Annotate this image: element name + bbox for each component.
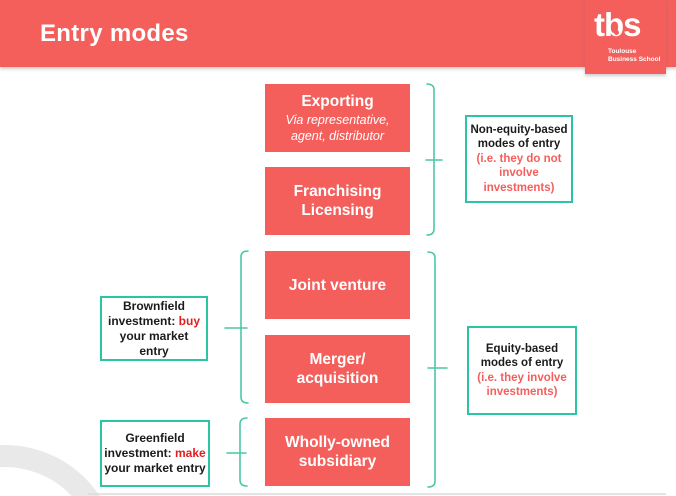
annotation-note: (i.e. they involve investments) (477, 371, 567, 399)
tbs-logo-school-line2: Business School (608, 55, 661, 63)
mode-box-joint-venture: Joint venture (265, 251, 410, 319)
tbs-logo-school-line1: Toulouse (608, 48, 637, 55)
header-bar: Entry modes (0, 0, 676, 67)
annotation-heading: Non-equity-based modes of entry (470, 123, 568, 151)
mode-box-merger-acquisition: Merger/ acquisition (265, 335, 410, 403)
mode-title: Wholly-owned subsidiary (284, 434, 391, 470)
tbs-logo-school-name: Toulouse Business School (608, 48, 660, 63)
brace-non-equity (425, 83, 443, 236)
mode-subtitle: Via representative, agent, distributor (285, 113, 390, 143)
annotation-text: Brownfield investment: buy your market e… (107, 298, 201, 358)
annotation-greenfield: Greenfield investment: make your market … (100, 420, 210, 487)
page-title: Entry modes (40, 19, 189, 47)
mode-box-exporting: Exporting Via representative, agent, dis… (265, 84, 410, 152)
mode-box-wholly-owned-subsidiary: Wholly-owned subsidiary (265, 418, 410, 486)
annotation-brownfield: Brownfield investment: buy your market e… (100, 296, 208, 361)
annotation-heading: Equity-based modes of entry (480, 342, 564, 370)
annotation-equity: Equity-based modes of entry (i.e. they i… (467, 326, 577, 415)
annotation-text: Greenfield investment: make your market … (104, 431, 206, 475)
highlight-word: make (174, 446, 206, 460)
mode-title: Franchising Licensing (293, 183, 382, 219)
tbs-logo-wordmark: tbs (594, 6, 641, 43)
bottom-edge-line (88, 493, 666, 495)
brace-greenfield (226, 417, 248, 487)
brace-equity (427, 251, 448, 488)
tbs-logo-dot-icon (614, 30, 619, 35)
mode-title: Joint venture (288, 276, 387, 294)
tbs-logo: tbs Toulouse Business School (585, 0, 666, 74)
mode-title: Merger/ acquisition (296, 351, 379, 387)
highlight-word: buy (178, 313, 201, 328)
annotation-non-equity: Non-equity-based modes of entry (i.e. th… (465, 115, 573, 203)
mode-title: Exporting (301, 93, 374, 110)
mode-box-franchising-licensing: Franchising Licensing (265, 167, 410, 235)
annotation-note: (i.e. they do not involve investments) (476, 152, 562, 194)
brace-brownfield (224, 250, 249, 404)
